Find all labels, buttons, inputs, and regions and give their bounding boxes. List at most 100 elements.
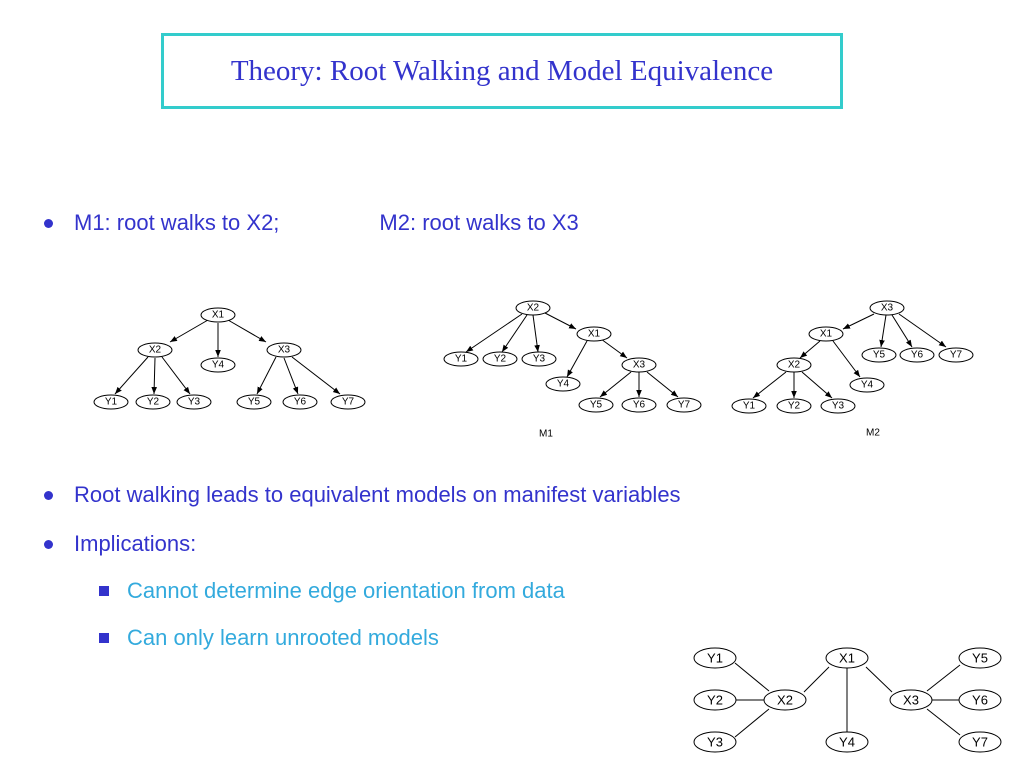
svg-text:X1: X1 [212, 310, 225, 321]
svg-text:X1: X1 [820, 329, 833, 340]
node-y7: Y7 [330, 394, 366, 410]
node-y6: Y6 [958, 689, 1002, 711]
svg-text:X3: X3 [903, 693, 919, 708]
svg-text:X1: X1 [588, 329, 601, 340]
svg-text:Y5: Y5 [590, 400, 603, 411]
svg-text:X2: X2 [149, 345, 162, 356]
node-y5: Y5 [861, 347, 897, 363]
node-y2: Y2 [135, 394, 171, 410]
node-x2: X2 [776, 357, 812, 373]
svg-text:Y6: Y6 [633, 400, 646, 411]
unrooted-diagram: Y1 Y2 Y3 X2 X1 Y4 X3 Y5 Y6 Y7 [693, 647, 1002, 753]
svg-text:Y7: Y7 [342, 397, 355, 408]
node-y6: Y6 [621, 397, 657, 413]
node-x1: X1 [200, 307, 236, 323]
node-y1: Y1 [731, 398, 767, 414]
node-y6: Y6 [282, 394, 318, 410]
svg-text:Y2: Y2 [707, 693, 723, 708]
root-model-diagram: X1 X2 Y4 X3 Y1 Y2 Y3 Y5 Y6 Y7 [93, 307, 366, 410]
svg-text:Y5: Y5 [972, 651, 988, 666]
m2-label: M2 [866, 428, 880, 439]
bullet-dot [44, 218, 53, 228]
node-y5: Y5 [958, 647, 1002, 669]
node-x2: X2 [137, 342, 173, 358]
node-y2: Y2 [482, 351, 518, 367]
sub-bullet-item: Can only learn unrooted models [99, 625, 439, 651]
svg-text:Y6: Y6 [972, 693, 988, 708]
m2-diagram: X3 X1 Y5 Y6 Y7 X2 Y4 Y1 Y2 Y3 M2 [731, 300, 974, 439]
node-x3: X3 [621, 357, 657, 373]
node-y7: Y7 [958, 731, 1002, 753]
node-y3: Y3 [820, 398, 856, 414]
bullet-item-equivalence: Root walking leads to equivalent models … [44, 482, 681, 508]
svg-text:Y2: Y2 [788, 401, 801, 412]
node-x3: X3 [266, 342, 302, 358]
svg-text:Y7: Y7 [950, 350, 963, 361]
svg-text:Y4: Y4 [557, 379, 570, 390]
sub-bullet-text: Cannot determine edge orientation from d… [127, 578, 565, 603]
svg-text:Y1: Y1 [743, 401, 756, 412]
m1-label: M1 [539, 429, 553, 440]
node-y5: Y5 [578, 397, 614, 413]
svg-text:X3: X3 [633, 360, 646, 371]
svg-text:Y3: Y3 [188, 397, 201, 408]
sub-bullet-square [99, 586, 109, 596]
page-title: Theory: Root Walking and Model Equivalen… [230, 54, 774, 87]
svg-text:Y1: Y1 [455, 354, 468, 365]
svg-text:Y3: Y3 [832, 401, 845, 412]
node-y7: Y7 [938, 347, 974, 363]
bullet-text: Implications: [74, 531, 197, 556]
node-y7: Y7 [666, 397, 702, 413]
bullet-text: Root walking leads to equivalent models … [74, 482, 681, 507]
node-y5: Y5 [236, 394, 272, 410]
svg-text:Y5: Y5 [873, 350, 886, 361]
bullet-text-m2: M2: root walks to X3 [379, 210, 579, 235]
svg-text:Y7: Y7 [678, 400, 691, 411]
sub-bullet-square [99, 633, 109, 643]
svg-text:Y6: Y6 [911, 350, 924, 361]
svg-text:X1: X1 [839, 651, 855, 666]
svg-text:X2: X2 [527, 303, 540, 314]
node-y4: Y4 [825, 731, 869, 753]
node-y3: Y3 [521, 351, 557, 367]
bullet-item-models: M1: root walks to X2; M2: root walks to … [44, 210, 579, 236]
node-y1: Y1 [443, 351, 479, 367]
node-y3: Y3 [176, 394, 212, 410]
bullet-text-m1: M1: root walks to X2; [74, 210, 280, 235]
node-x2: X2 [763, 689, 807, 711]
svg-text:Y7: Y7 [972, 735, 988, 750]
node-x3: X3 [889, 689, 933, 711]
svg-text:Y4: Y4 [861, 380, 874, 391]
svg-text:X2: X2 [777, 693, 793, 708]
node-y4: Y4 [849, 377, 885, 393]
bullet-item-implications: Implications: [44, 531, 196, 557]
node-y2: Y2 [776, 398, 812, 414]
node-y1: Y1 [693, 647, 737, 669]
m1-diagram: X2 X1 Y1 Y2 Y3 X3 Y4 Y5 Y6 Y7 M1 [443, 300, 702, 440]
svg-text:Y3: Y3 [533, 354, 546, 365]
svg-text:Y5: Y5 [248, 397, 261, 408]
node-y2: Y2 [693, 689, 737, 711]
svg-text:Y6: Y6 [294, 397, 307, 408]
svg-text:X2: X2 [788, 360, 801, 371]
bullet-dot [44, 490, 53, 500]
svg-text:Y1: Y1 [105, 397, 118, 408]
bullet-dot [44, 539, 53, 549]
svg-text:Y4: Y4 [839, 735, 855, 750]
svg-text:Y2: Y2 [147, 397, 160, 408]
node-y4: Y4 [545, 376, 581, 392]
sub-bullet-item: Cannot determine edge orientation from d… [99, 578, 565, 604]
node-x1: X1 [808, 326, 844, 342]
node-y1: Y1 [93, 394, 129, 410]
node-y6: Y6 [899, 347, 935, 363]
svg-text:Y1: Y1 [707, 651, 723, 666]
svg-text:Y3: Y3 [707, 735, 723, 750]
svg-text:Y4: Y4 [212, 360, 225, 371]
node-x3: X3 [869, 300, 905, 316]
svg-text:Y2: Y2 [494, 354, 507, 365]
node-x2: X2 [515, 300, 551, 316]
sub-bullet-text: Can only learn unrooted models [127, 625, 439, 650]
svg-text:X3: X3 [278, 345, 291, 356]
svg-text:X3: X3 [881, 303, 894, 314]
